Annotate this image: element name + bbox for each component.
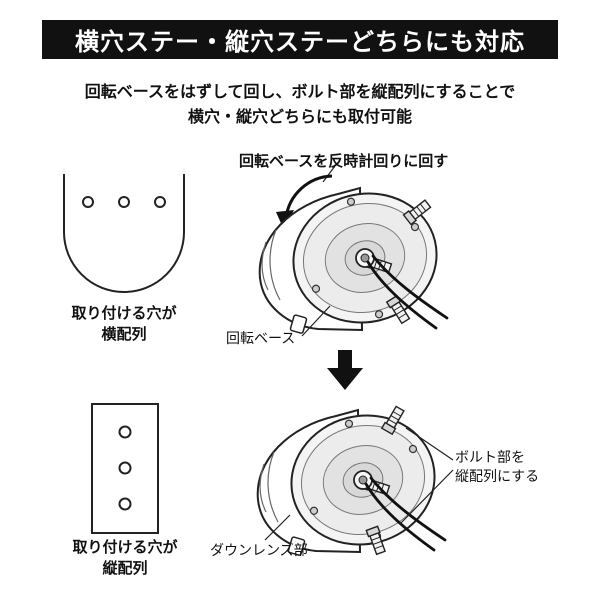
center-hub bbox=[355, 248, 375, 268]
rotation-base-callout: 回転ベース bbox=[226, 330, 296, 346]
base-callout-leader-line bbox=[301, 305, 331, 337]
wires bbox=[366, 254, 449, 330]
wires bbox=[364, 476, 447, 552]
stay-bottom-caption: 取り付ける穴が 縦配列 bbox=[50, 537, 200, 579]
stay-outline bbox=[91, 403, 159, 534]
stay-bottom-caption-line2: 縦配列 bbox=[102, 560, 148, 577]
intro-text: 回転ベースをはずして回し、ボルト部を縦配列にすることで 横穴・縦穴どちらにも取付… bbox=[0, 80, 600, 130]
vertical-stay-diagram bbox=[91, 403, 159, 534]
rotate-instruction-label: 回転ベースを反時計回りに回す bbox=[239, 153, 449, 170]
stay-bottom-caption-line1: 取り付ける穴が bbox=[72, 539, 178, 556]
center-hub bbox=[353, 470, 373, 490]
intro-line-2: 横穴・縦穴どちらにも取付可能 bbox=[187, 109, 412, 126]
header-banner: 横穴ステー・縦穴ステーどちらにも対応 bbox=[42, 20, 558, 59]
stay-top-caption: 取り付ける穴が 横配列 bbox=[49, 303, 199, 345]
lamp-top-illustration bbox=[258, 166, 449, 337]
lens-callout-leader-line bbox=[264, 514, 291, 541]
stay-holes-vertical bbox=[118, 425, 132, 511]
bolt-callout-leader-lines bbox=[399, 427, 454, 525]
horizontal-stay-diagram bbox=[63, 174, 185, 293]
stay-outline bbox=[63, 174, 185, 293]
stay-holes-horizontal bbox=[82, 196, 166, 208]
bolt-section-callout-line2: 縦配列にする bbox=[455, 468, 540, 484]
lamp-bottom-illustration bbox=[256, 404, 454, 556]
rotation-base-plate bbox=[290, 414, 436, 546]
bolt-section-callout-line1: ボルト部を bbox=[455, 449, 525, 465]
down-lens-callout: ダウンレンズ部 bbox=[210, 542, 308, 558]
instruction-leader-line bbox=[322, 166, 336, 183]
header-title: 横穴ステー・縦穴ステーどちらにも対応 bbox=[75, 29, 525, 56]
stay-top-caption-line1: 取り付ける穴が bbox=[71, 305, 177, 322]
down-arrow-icon bbox=[327, 350, 363, 390]
bolt-section-callout: ボルト部を 縦配列にする bbox=[455, 448, 539, 486]
stay-top-caption-line2: 横配列 bbox=[101, 326, 147, 343]
intro-line-1: 回転ベースをはずして回し、ボルト部を縦配列にすることで bbox=[84, 84, 516, 101]
